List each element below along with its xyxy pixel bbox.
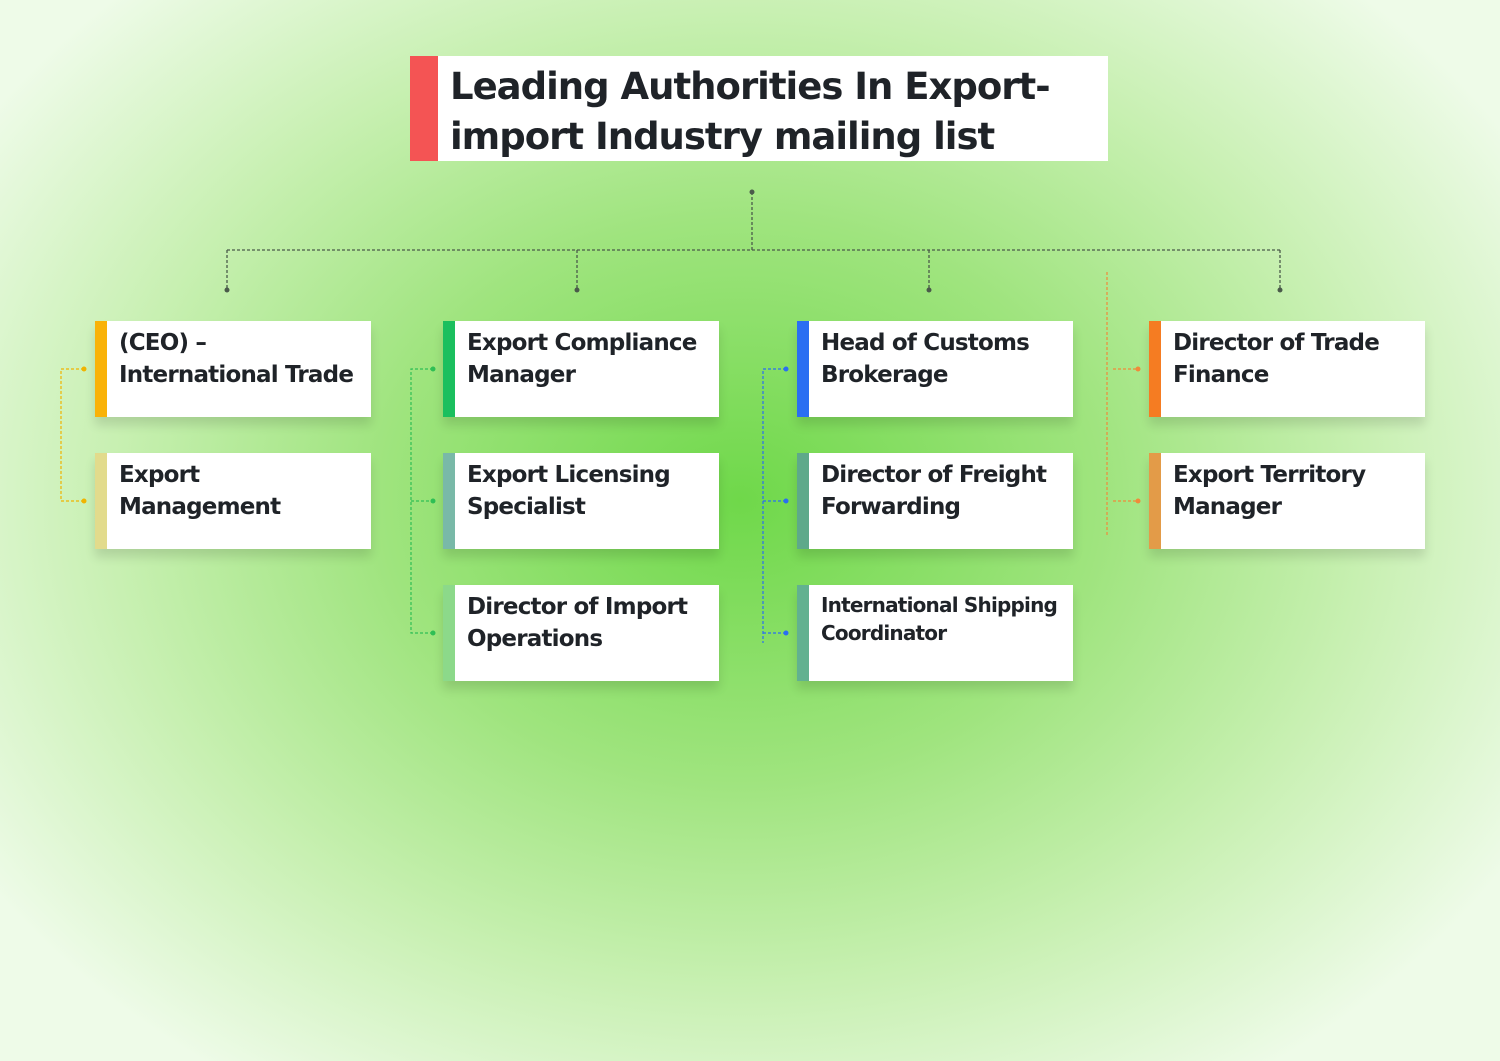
role-label: Export Management <box>119 462 281 520</box>
card-accent-bar <box>1149 453 1161 549</box>
card-accent-bar <box>1149 321 1161 417</box>
title-accent-bar <box>410 56 438 161</box>
role-card: Export Licensing Specialist <box>443 453 719 549</box>
role-label: Director of Import Operations <box>467 594 688 652</box>
role-label: Head of Customs Brokerage <box>821 330 1030 388</box>
role-card: Export Territory Manager <box>1149 453 1425 549</box>
card-accent-bar <box>443 453 455 549</box>
diagram-title-box: Leading Authorities In Export-import Ind… <box>410 56 1108 161</box>
card-accent-bar <box>797 321 809 417</box>
role-label: Director of Trade Finance <box>1173 330 1380 388</box>
role-label: Director of Freight Forwarding <box>821 462 1047 520</box>
card-accent-bar <box>95 453 107 549</box>
card-accent-bar <box>95 321 107 417</box>
role-card: Director of Trade Finance <box>1149 321 1425 417</box>
card-accent-bar <box>797 453 809 549</box>
card-accent-bar <box>443 585 455 681</box>
role-card: Export Management <box>95 453 371 549</box>
role-label: (CEO) – International Trade <box>119 330 354 388</box>
card-accent-bar <box>443 321 455 417</box>
role-card: Director of Import Operations <box>443 585 719 681</box>
role-card: Head of Customs Brokerage <box>797 321 1073 417</box>
role-card: (CEO) – International Trade <box>95 321 371 417</box>
role-label: Export Compliance Manager <box>467 330 697 388</box>
role-label: Export Licensing Specialist <box>467 462 671 520</box>
role-card: International Shipping Coordinator <box>797 585 1073 681</box>
role-card: Director of Freight Forwarding <box>797 453 1073 549</box>
card-accent-bar <box>797 585 809 681</box>
role-label: International Shipping Coordinator <box>821 593 1058 645</box>
role-card: Export Compliance Manager <box>443 321 719 417</box>
role-label: Export Territory Manager <box>1173 462 1366 520</box>
diagram-title: Leading Authorities In Export-import Ind… <box>450 65 1051 158</box>
